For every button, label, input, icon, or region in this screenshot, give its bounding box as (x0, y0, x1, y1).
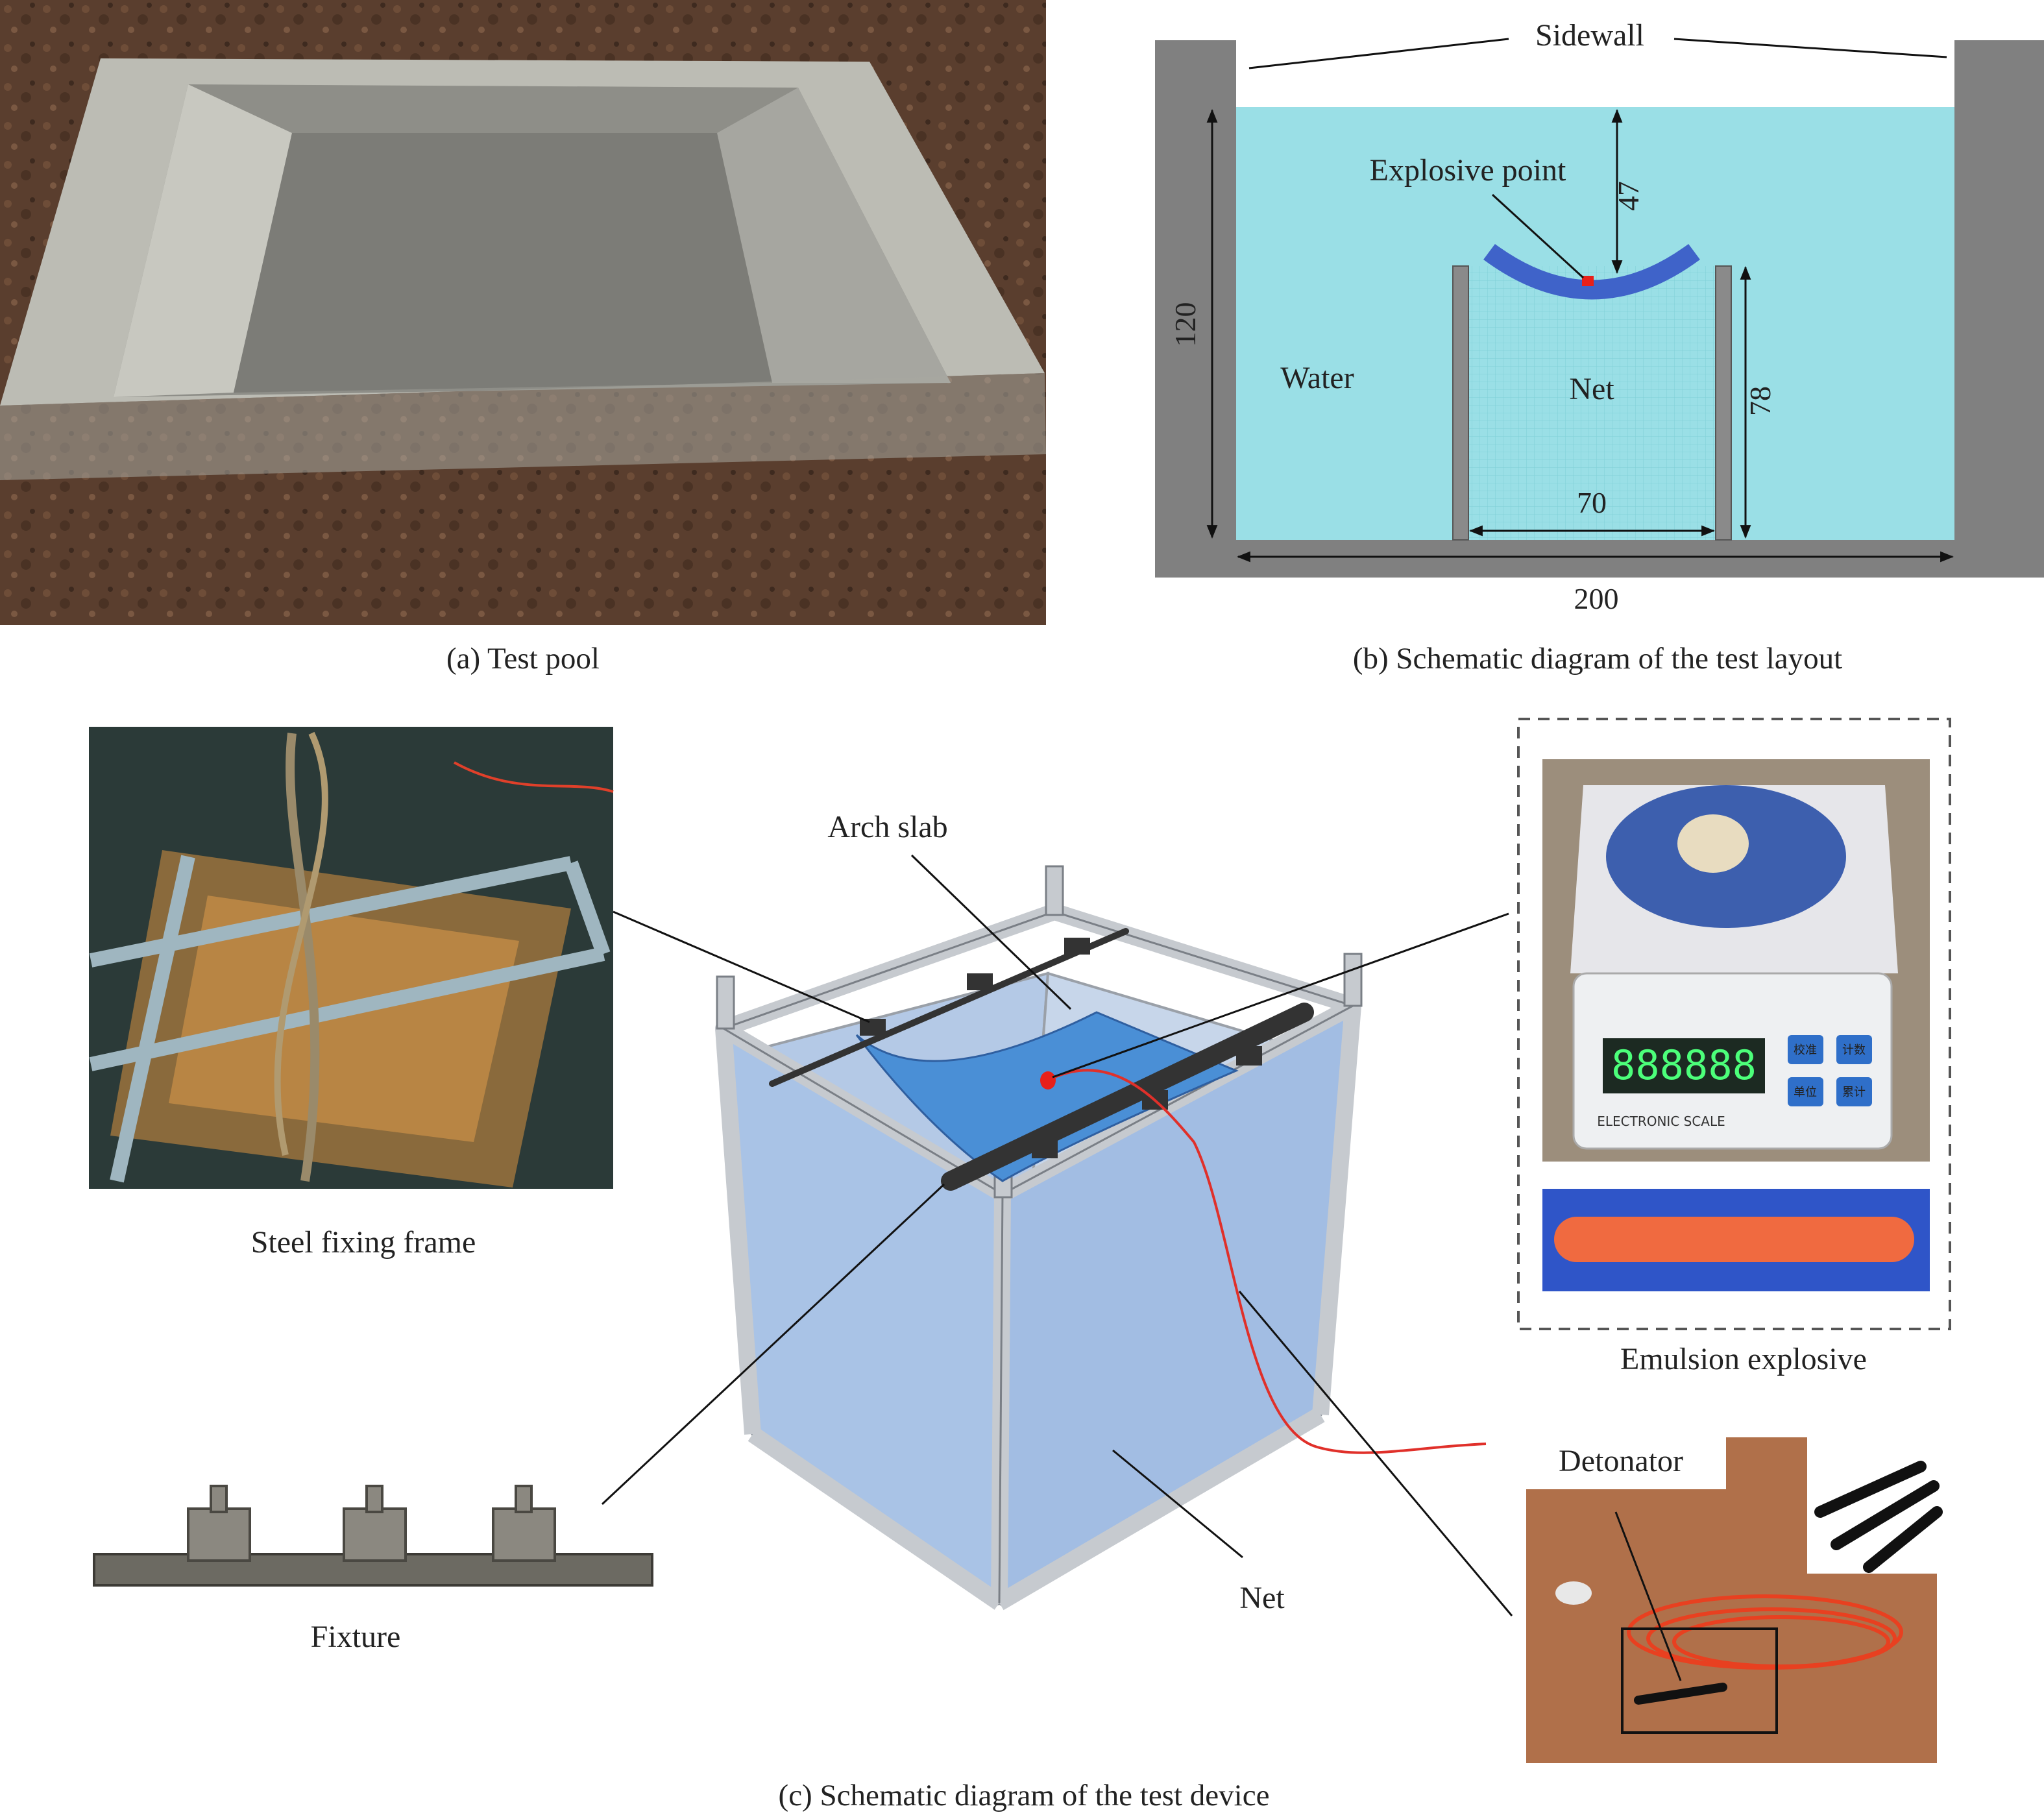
label-water: Water (1280, 361, 1354, 395)
explosive-charge (1582, 276, 1594, 286)
detonator-highlight-box (1621, 1627, 1778, 1734)
emulsion-explosive-cartridge-photo (1542, 1189, 1930, 1291)
net-region (1468, 266, 1716, 540)
steel-fixing-frame-photo (89, 727, 614, 1189)
sidewall-leader-right (1673, 38, 1947, 58)
leader-arch-slab (910, 854, 1072, 1010)
electronic-scale-photo: 888888 ELECTRONIC SCALE 校准 计数 单位 累计 (1542, 759, 1930, 1162)
label-net-b: Net (1569, 372, 1614, 406)
caption-c: (c) Schematic diagram of the test device (779, 1779, 1270, 1812)
charge-3d (1040, 1071, 1056, 1090)
scale-brand: ELECTRONIC SCALE (1597, 1114, 1725, 1129)
label-sidewall: Sidewall (1535, 18, 1644, 53)
scale-reading: 888888 (1611, 1041, 1757, 1089)
panel-b: Sidewall Explosive point 47 120 78 70 20… (1155, 18, 2044, 676)
dim-200: 200 (1574, 582, 1619, 615)
sidewall-leader-left (1248, 38, 1509, 69)
caption-b: (b) Schematic diagram of the test layout (1353, 642, 1842, 676)
label-fixture: Fixture (311, 1620, 401, 1654)
label-explosive-point: Explosive point (1370, 153, 1566, 188)
dim-70: 70 (1577, 486, 1607, 519)
label-steel-fixing-frame: Steel fixing frame (251, 1225, 476, 1260)
leader-explosive (1052, 912, 1509, 1078)
explosive-point-leader (1491, 193, 1585, 279)
leader-fixture (601, 1183, 945, 1505)
scale-button-4: 累计 (1842, 1086, 1866, 1099)
leader-net (1112, 1449, 1243, 1559)
test-pool-photo (0, 0, 1046, 625)
leader-detonator (1238, 1291, 1513, 1616)
arch-slab-3d (855, 1011, 1239, 1182)
label-net-c: Net (1239, 1581, 1285, 1615)
emulsion-explosive-inset (1517, 718, 1951, 1330)
net-post-left (1452, 265, 1469, 541)
net-post-right (1715, 265, 1732, 541)
dim-78: 78 (1744, 386, 1777, 416)
label-emulsion-explosive: Emulsion explosive (1620, 1342, 1867, 1376)
dim-120: 120 (1169, 302, 1202, 347)
arch-slab (1483, 243, 1700, 300)
leader-frame (613, 910, 870, 1023)
panel-c: Steel fixing frame Fixture (89, 718, 1951, 1812)
label-detonator: Detonator (1559, 1444, 1683, 1478)
caption-a: (a) Test pool (446, 642, 600, 676)
label-arch-slab: Arch slab (827, 810, 947, 844)
test-device-isometric (715, 865, 1487, 1611)
dim-47: 47 (1612, 181, 1645, 211)
scale-button-2: 计数 (1842, 1043, 1866, 1056)
detonator-wire (1054, 1069, 1487, 1454)
scale-button-3: 单位 (1794, 1086, 1817, 1099)
detonator-photo (1526, 1437, 1943, 1763)
fixture-photo (93, 1485, 653, 1587)
left-sidewall (1155, 40, 2044, 578)
panel-a: (a) Test pool (0, 0, 1046, 676)
scale-button-1: 校准 (1794, 1043, 1817, 1056)
